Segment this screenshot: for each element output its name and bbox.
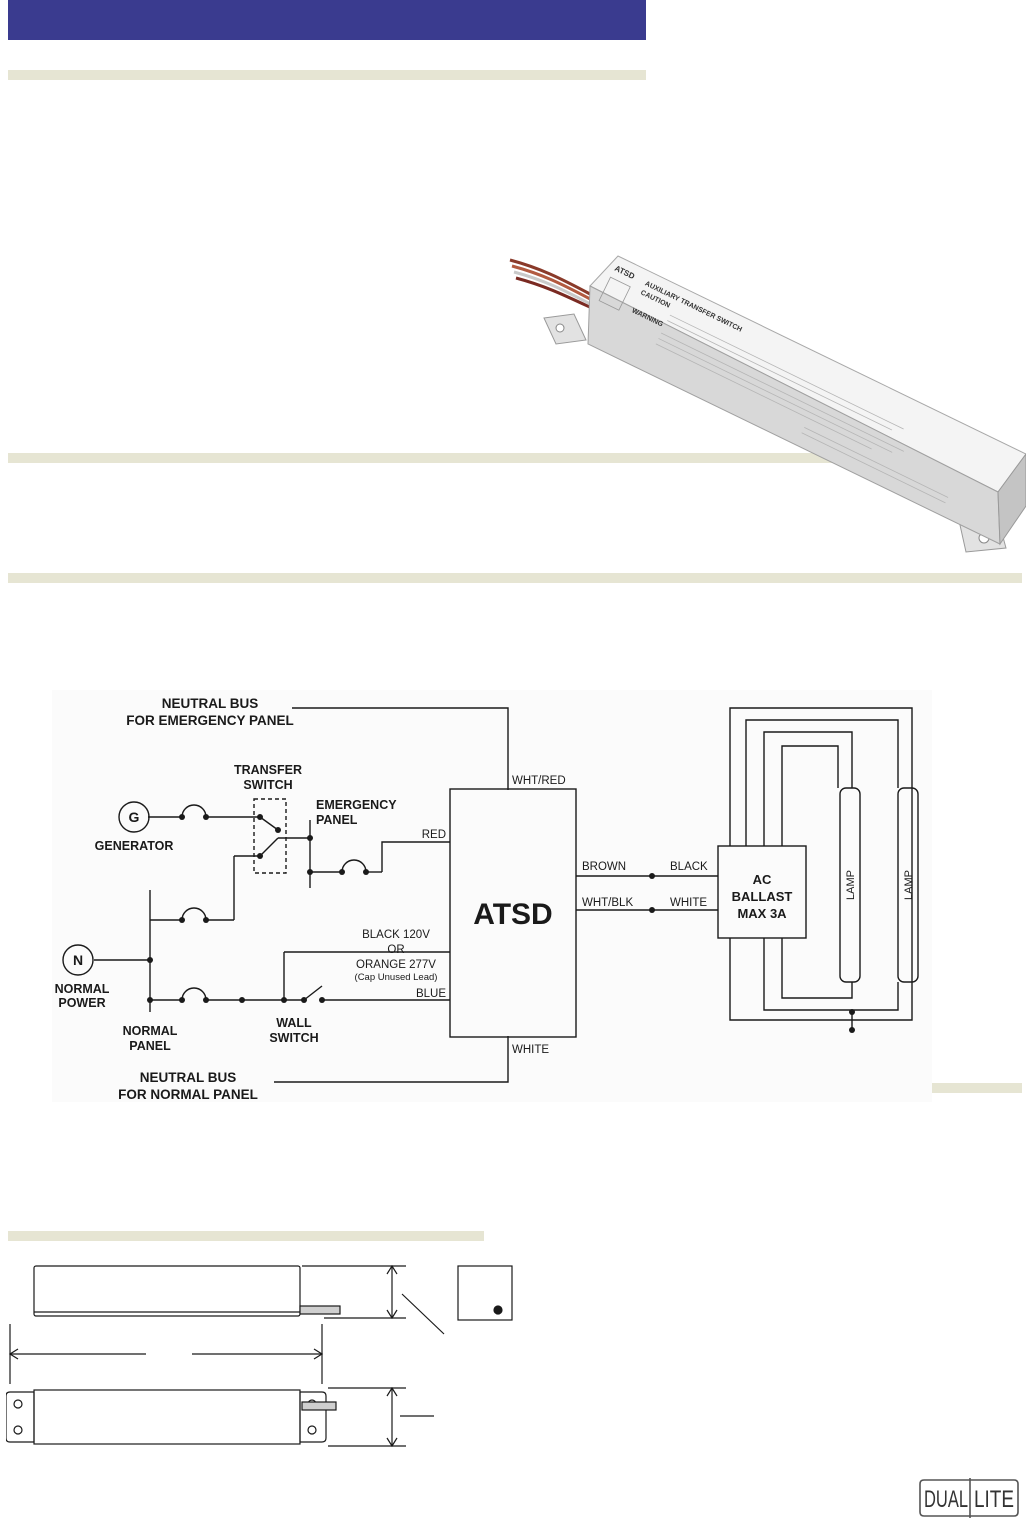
wire-wht-blk: WHT/BLK bbox=[582, 897, 633, 909]
ballast-line2: BALLAST bbox=[732, 889, 793, 904]
wire-white-bottom: WHITE bbox=[512, 1044, 549, 1056]
emergency-panel-line2: PANEL bbox=[316, 813, 358, 827]
section-rule-wiring bbox=[8, 573, 1022, 583]
product-photo: ATSD AUXILIARY TRANSFER SWITCH CAUTION W… bbox=[509, 255, 1026, 553]
atsd-label: ATSD bbox=[473, 898, 552, 931]
transfer-switch-line2: SWITCH bbox=[243, 778, 292, 792]
ballast-line1: AC bbox=[753, 872, 772, 887]
wall-switch-line2: SWITCH bbox=[269, 1031, 318, 1045]
lamp-label-2: LAMP bbox=[903, 870, 915, 900]
normal-power-line2: POWER bbox=[58, 996, 105, 1010]
wire-cap-note: (Cap Unused Lead) bbox=[355, 972, 438, 983]
wire-white: WHITE bbox=[670, 897, 707, 909]
wiring-diagram: NEUTRAL BUS FOR EMERGENCY PANEL TRANSFER… bbox=[52, 690, 932, 1102]
section-rule-dimensions bbox=[8, 1231, 484, 1241]
ballast-line3: MAX 3A bbox=[737, 906, 787, 921]
dual-lite-logo: DUAL LITE bbox=[919, 1478, 1019, 1518]
normal-panel-line2: PANEL bbox=[129, 1039, 171, 1053]
wire-blue: BLUE bbox=[416, 988, 446, 1000]
logo-left-text: DUAL bbox=[924, 1486, 968, 1513]
transfer-switch-line1: TRANSFER bbox=[234, 763, 302, 777]
wall-switch-line1: WALL bbox=[276, 1016, 312, 1030]
emergency-panel-line1: EMERGENCY bbox=[316, 798, 397, 812]
wire-brown: BROWN bbox=[582, 861, 626, 873]
wire-wht-red: WHT/RED bbox=[512, 775, 566, 787]
section-rule-features bbox=[8, 453, 1022, 463]
neutral-bus-emergency-line2: FOR EMERGENCY PANEL bbox=[126, 713, 294, 728]
wire-red: RED bbox=[422, 829, 446, 841]
normal-panel-line1: NORMAL bbox=[123, 1024, 178, 1038]
wire-black-120: BLACK 120V bbox=[362, 929, 430, 941]
normal-power-symbol: N bbox=[73, 952, 83, 968]
generator-symbol: G bbox=[129, 809, 140, 825]
neutral-bus-emergency-line1: NEUTRAL BUS bbox=[162, 696, 259, 711]
lamp-label-1: LAMP bbox=[845, 870, 857, 900]
neutral-bus-normal-line2: FOR NORMAL PANEL bbox=[118, 1087, 258, 1102]
neutral-bus-normal-line1: NEUTRAL BUS bbox=[140, 1070, 237, 1085]
normal-power-line1: NORMAL bbox=[55, 982, 110, 996]
generator-label: GENERATOR bbox=[95, 839, 174, 853]
wire-black: BLACK bbox=[670, 861, 708, 873]
wire-orange-277: ORANGE 277V bbox=[356, 959, 436, 971]
dimension-drawing bbox=[6, 1264, 513, 1448]
section-rule-top bbox=[8, 70, 646, 80]
header-bar bbox=[8, 0, 646, 40]
wire-or: OR bbox=[387, 944, 404, 956]
logo-right-text: LITE bbox=[974, 1486, 1014, 1513]
